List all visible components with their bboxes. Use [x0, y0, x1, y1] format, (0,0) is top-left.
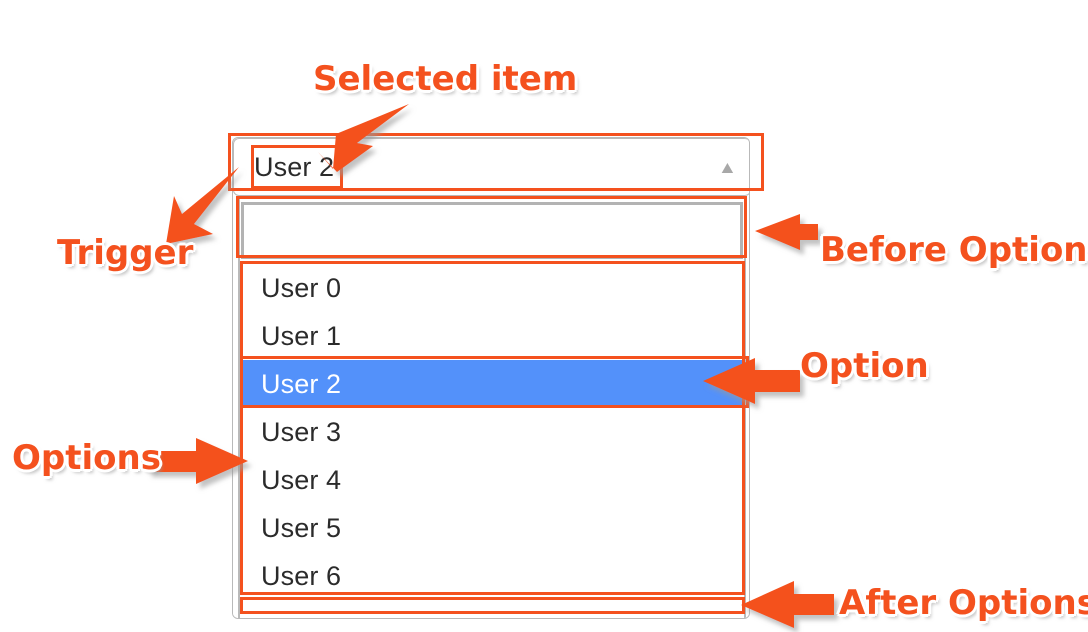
option-item[interactable]: User 6	[261, 560, 342, 591]
label-option: Option	[800, 346, 929, 386]
label-trigger: Trigger	[57, 233, 194, 273]
select-combobox[interactable]: User 2 ▲ User 0 User 1 User 2 User 3 Use…	[232, 137, 752, 621]
panel-left-edge	[233, 198, 240, 618]
options-list[interactable]: User 0 User 1 User 2 User 3 User 4 User …	[241, 264, 743, 604]
option-item[interactable]: User 4	[261, 464, 342, 495]
after-options-slot[interactable]	[241, 606, 743, 618]
before-options-slot[interactable]	[241, 202, 743, 259]
select-trigger[interactable]: User 2 ▲	[233, 138, 749, 196]
panel-right-edge	[744, 198, 749, 618]
option-item[interactable]: User 7	[241, 600, 743, 604]
option-item-selected[interactable]: User 2	[241, 360, 743, 408]
triangle-up-icon[interactable]: ▲	[717, 157, 738, 177]
label-after-options: After Options	[839, 583, 1088, 623]
label-options: Options	[12, 438, 161, 478]
label-before-options: Before Options	[820, 230, 1088, 270]
combobox-shell: User 2 ▲ User 0 User 1 User 2 User 3 Use…	[232, 137, 750, 619]
option-item[interactable]: User 5	[261, 512, 342, 543]
arrow-before-options	[755, 214, 818, 250]
option-item[interactable]: User 0	[261, 272, 342, 303]
selected-item-value: User 2	[254, 151, 335, 182]
label-selected-item: Selected item	[313, 59, 578, 99]
option-item[interactable]: User 3	[261, 416, 342, 447]
option-item[interactable]: User 1	[261, 320, 342, 351]
arrow-after-options	[741, 581, 834, 628]
